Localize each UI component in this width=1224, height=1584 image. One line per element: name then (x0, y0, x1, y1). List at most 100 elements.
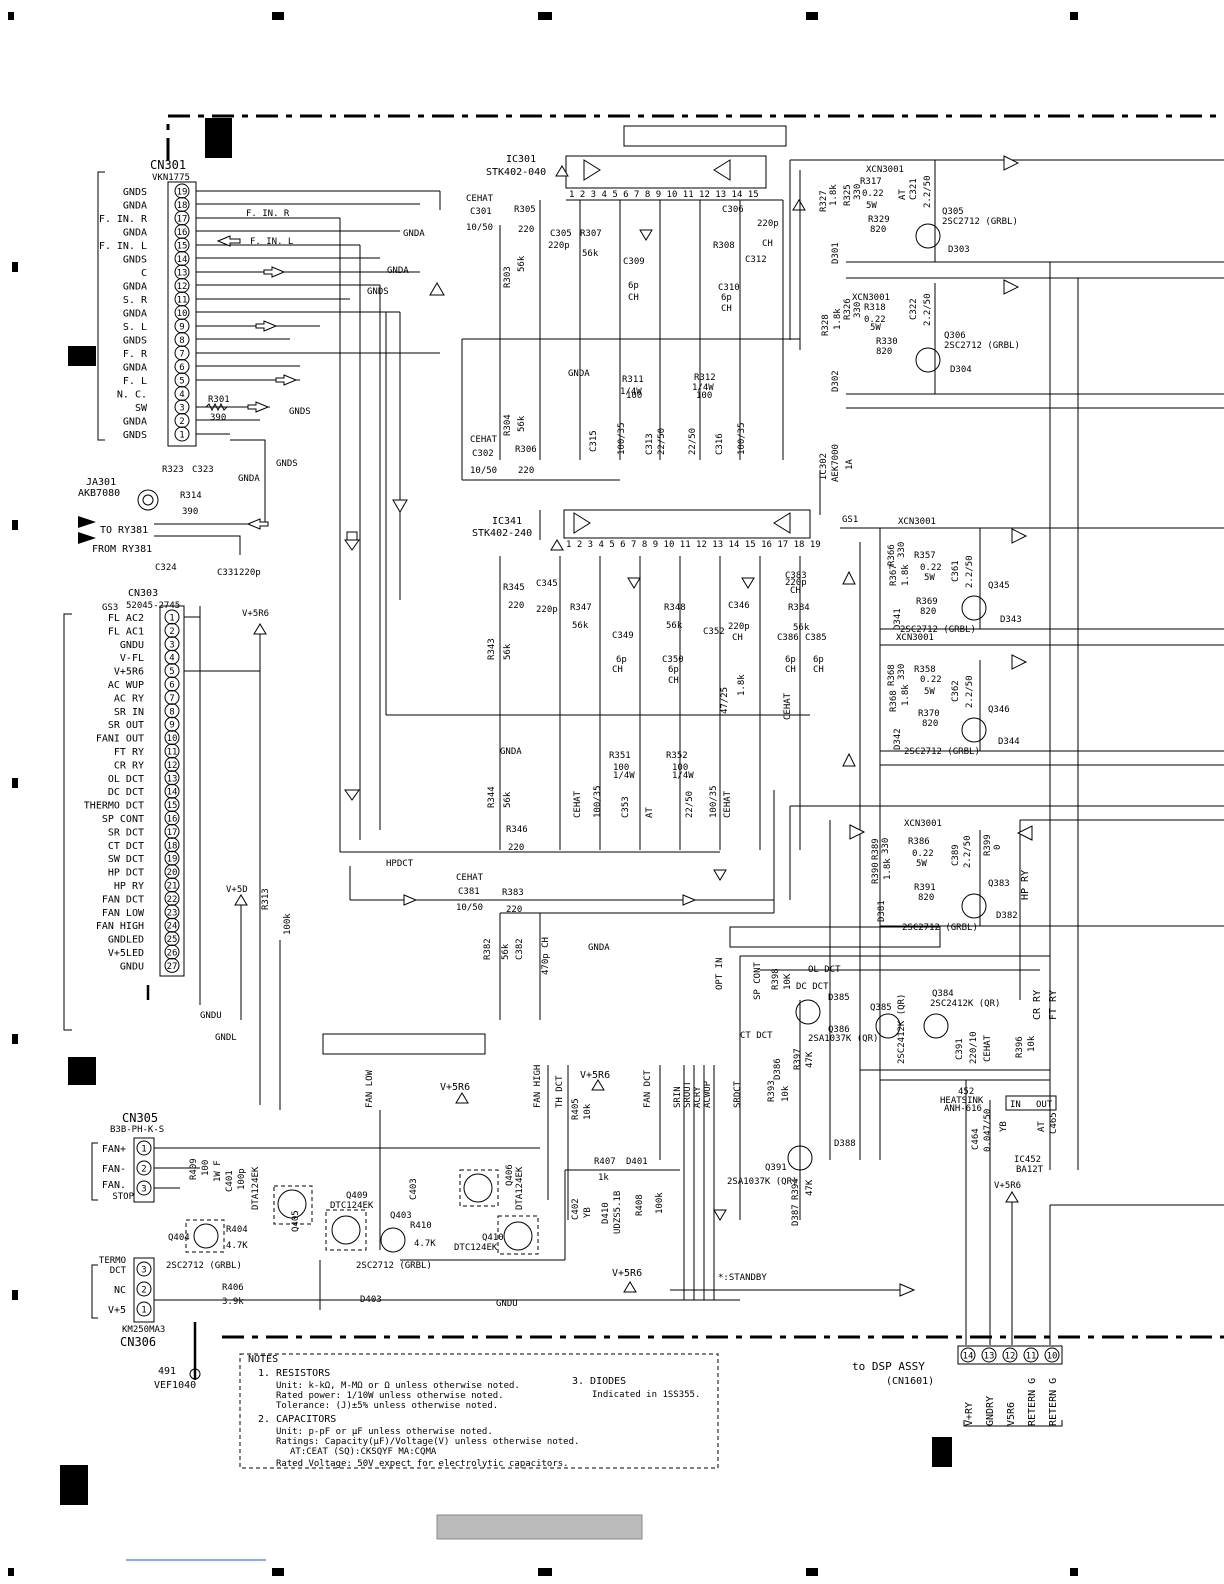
svg-text:CEHAT: CEHAT (723, 790, 733, 818)
svg-text:1. RESISTORS: 1. RESISTORS (258, 1368, 330, 1379)
svg-text:1/4W: 1/4W (620, 387, 642, 397)
svg-text:47K: 47K (805, 1051, 815, 1068)
svg-text:Q404: Q404 (168, 1233, 190, 1243)
cn303-pin-num: 17 (167, 828, 178, 838)
svg-text:330: 330 (853, 184, 863, 200)
cn303-pin-label: GNDU (120, 961, 144, 972)
cn303-part: 52045-2745 (126, 601, 180, 611)
svg-text:C346: C346 (728, 601, 750, 611)
svg-text:R408: R408 (635, 1194, 645, 1216)
svg-text:2. CAPACITORS: 2. CAPACITORS (258, 1414, 336, 1425)
svg-text:56k: 56k (503, 643, 513, 660)
cn301-pin-label: GNDA (123, 282, 147, 293)
cn303-pin: 9SR OUT (108, 716, 180, 732)
svg-text:C402: C402 (571, 1198, 581, 1220)
svg-text:V+5R6: V+5R6 (440, 1082, 470, 1093)
svg-text:10k: 10k (781, 1085, 791, 1102)
svg-text:R306: R306 (515, 445, 537, 455)
svg-text:OL DCT: OL DCT (808, 965, 841, 975)
svg-text:5W: 5W (924, 687, 935, 697)
svg-text:10k: 10k (583, 1103, 593, 1120)
cn303-pin-label: OL DCT (108, 774, 144, 785)
svg-text:C352: C352 (703, 627, 725, 637)
cn303-pin-num: 6 (169, 681, 174, 691)
svg-text:Q406: Q406 (505, 1164, 515, 1186)
svg-text:C323: C323 (192, 465, 214, 475)
svg-text:CH: CH (732, 633, 743, 643)
svg-text:220: 220 (518, 225, 534, 235)
cn303-pin-num: 27 (167, 962, 178, 972)
footer-gray-bar (436, 1514, 643, 1540)
svg-text:Q383: Q383 (988, 879, 1010, 889)
svg-text:C401: C401 (225, 1170, 235, 1192)
dsp-pin-label: RETERN G (1027, 1378, 1038, 1426)
svg-text:0.22: 0.22 (862, 189, 884, 199)
svg-text:IN: IN (1010, 1100, 1021, 1110)
cn301-pin-label: GNDA (123, 417, 147, 428)
cn303-pin: 14 DC DCT (108, 783, 180, 799)
svg-text:C345: C345 (536, 579, 558, 589)
cn303-pin-num: 14 (167, 788, 178, 798)
svg-text:56k: 56k (517, 415, 527, 432)
svg-text:V+5R6: V+5R6 (242, 609, 269, 619)
dsp-ref: (CN1601) (886, 1376, 934, 1387)
svg-text:C382: C382 (515, 938, 525, 960)
cn303-pin-label: CR RY (114, 760, 144, 771)
cn306-pin-label: NC (114, 1285, 126, 1296)
svg-text:GNDS: GNDS (276, 459, 298, 469)
dsp-pin-num: 11 (1026, 1352, 1037, 1362)
svg-text:XCN3001: XCN3001 (904, 819, 942, 829)
svg-text:R410: R410 (410, 1221, 432, 1231)
svg-text:1.8k: 1.8k (833, 308, 843, 330)
svg-text:1k: 1k (598, 1173, 609, 1183)
svg-text:C391: C391 (955, 1038, 965, 1060)
cn303-pin-label: SR OUT (108, 720, 144, 731)
cn303-pin-label: DC DCT (108, 787, 144, 798)
cn301-part: VKN1775 (152, 173, 190, 183)
svg-text:Q405: Q405 (291, 1210, 301, 1232)
svg-text:HPDCT: HPDCT (386, 859, 414, 869)
svg-text:Rated Voltage: 50V expect for: Rated Voltage: 50V expect for electrolyt… (276, 1459, 569, 1469)
svg-text:R367: R367 (889, 564, 899, 586)
cn303-pin-label: SR IN (114, 707, 144, 718)
svg-text:100/35: 100/35 (617, 422, 627, 455)
cn301-pin-num: 10 (177, 309, 188, 319)
cn301-pin-num: 15 (177, 242, 188, 252)
svg-text:R396: R396 (1015, 1036, 1025, 1058)
cn303-pin-label: CT DCT (108, 841, 144, 852)
cn301-pin: 15F. IN. L (99, 237, 190, 253)
svg-text:XCN3001: XCN3001 (896, 633, 934, 643)
svg-text:56k: 56k (503, 791, 513, 808)
cn303-pin-num: 21 (167, 882, 178, 892)
svg-text:D304: D304 (950, 365, 972, 375)
svg-text:220p: 220p (785, 578, 807, 588)
cn303-pin: 6AC WUP (108, 676, 180, 692)
svg-text:4.7K: 4.7K (414, 1239, 436, 1249)
svg-text:R370: R370 (918, 709, 940, 719)
hp-section: HPDCT CEHAT C381 10/50 R383 220 GNDA R38… (349, 790, 775, 1020)
svg-text:IC452: IC452 (1014, 1155, 1041, 1165)
cn301-pin: 13C (141, 264, 190, 280)
svg-text:C302: C302 (472, 449, 494, 459)
cn303-ref: CN303 (128, 588, 158, 599)
svg-text:2.2/50: 2.2/50 (965, 675, 975, 708)
dsp-pin-num: 13 (984, 1352, 995, 1362)
cn303-pin-label: AC RY (114, 693, 144, 704)
svg-text:220p: 220p (536, 605, 558, 615)
cn303-pin-label: FANI OUT (96, 734, 144, 745)
cn305-pin-label: FAN+ (102, 1144, 126, 1155)
svg-text:R357: R357 (914, 551, 936, 561)
cn301-pin-label: GNDS (123, 187, 147, 198)
svg-text:D386: D386 (773, 1058, 783, 1080)
svg-text:6p: 6p (721, 293, 732, 303)
svg-text:0.22: 0.22 (920, 563, 942, 573)
